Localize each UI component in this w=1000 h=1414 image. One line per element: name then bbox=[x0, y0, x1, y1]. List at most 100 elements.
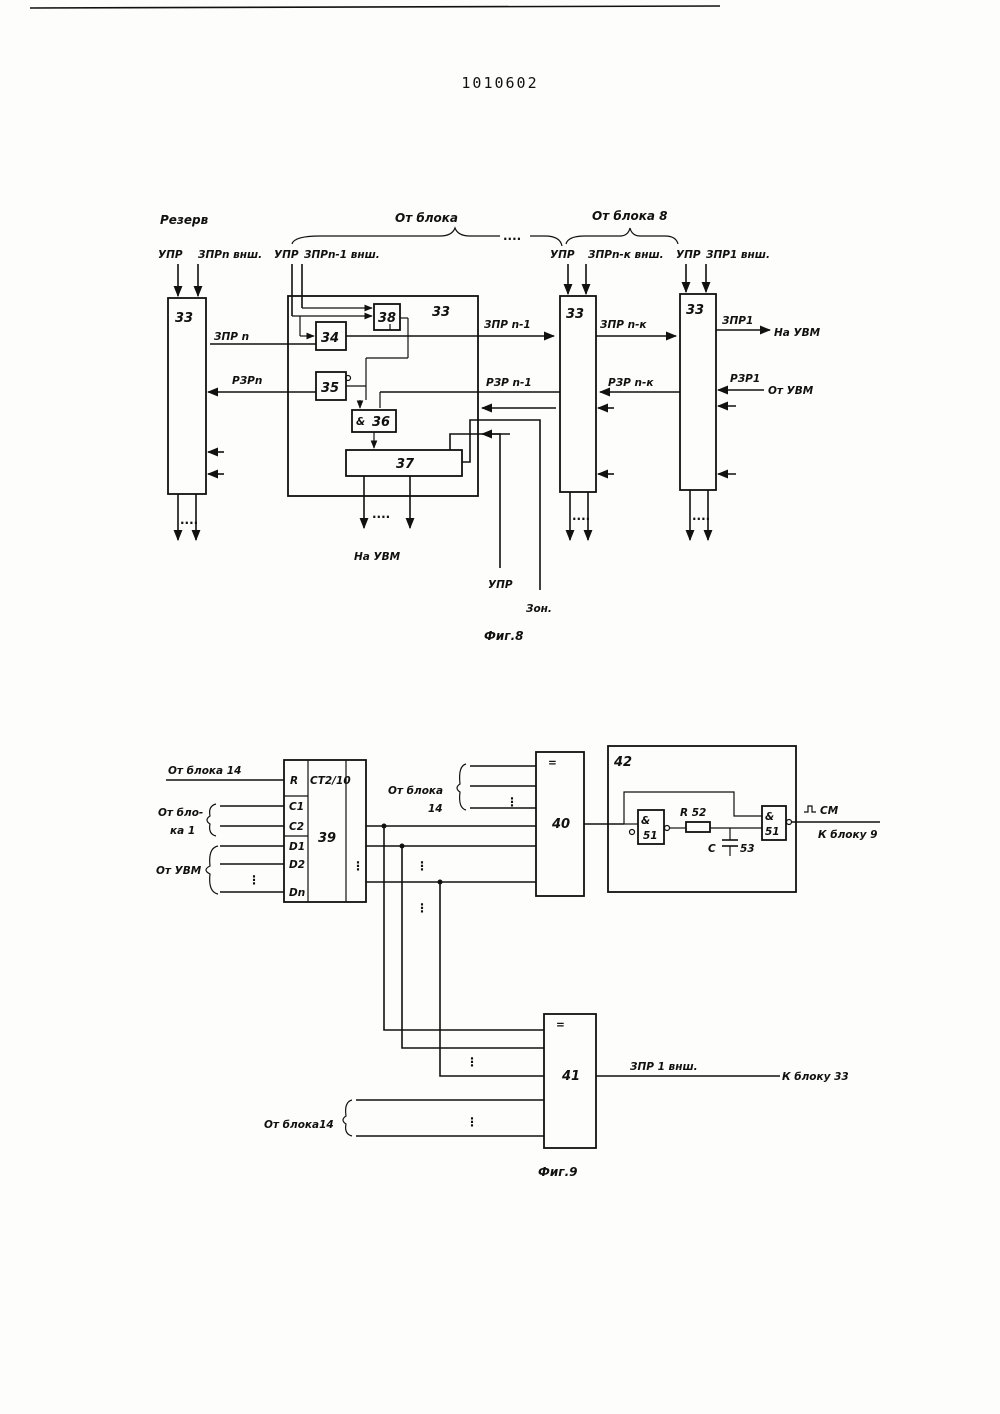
to-block9: К блоку 9 bbox=[818, 829, 877, 841]
block-36-num: 36 bbox=[372, 415, 390, 430]
brace-block1 bbox=[207, 804, 216, 836]
gate-51-a-out-inv bbox=[665, 826, 670, 831]
from-block1-line2: ка 1 bbox=[170, 825, 195, 837]
upr-line bbox=[450, 434, 500, 568]
b3-zpr-ext: ЗПР1 внш. bbox=[706, 249, 770, 261]
block-37-num: 37 bbox=[396, 457, 415, 472]
middle-block-33-num: 33 bbox=[432, 305, 450, 320]
gate-51-a-inv bbox=[630, 830, 635, 835]
block2-33 bbox=[560, 296, 596, 492]
b2-out-dots: .... bbox=[572, 509, 590, 523]
b3-from-uvm: От УВМ bbox=[768, 385, 814, 397]
zpr-nk-label: ЗПР n-к bbox=[600, 319, 647, 331]
brace-from-block-end bbox=[530, 236, 562, 246]
b3-out-dots: .... bbox=[692, 509, 710, 523]
37-out-dots: .... bbox=[372, 507, 390, 521]
from-block1-line1: От бло- bbox=[158, 807, 203, 819]
brace-from-block8 bbox=[566, 228, 678, 244]
zpr1-ext-label: ЗПР 1 внш. bbox=[630, 1061, 698, 1073]
branch-n-to-41 bbox=[440, 882, 544, 1076]
block3-33 bbox=[680, 294, 716, 490]
fig8-caption: Фиг.8 bbox=[484, 629, 524, 643]
block-36-and: & bbox=[356, 416, 365, 428]
b3-upr: УПР bbox=[676, 249, 701, 261]
rzr-n1-label: РЗР n-1 bbox=[486, 377, 532, 389]
zpr-n1-label: ЗПР n-1 bbox=[484, 319, 531, 331]
fig9-from-block14: От блока 14 bbox=[168, 765, 241, 777]
rzr-nk-label: РЗР n-к bbox=[608, 377, 654, 389]
block-35-num: 35 bbox=[321, 381, 339, 396]
uvm-input-dots: ⋮ bbox=[248, 873, 260, 887]
resistor-52 bbox=[686, 822, 710, 832]
gate-51-b-and: & bbox=[765, 811, 774, 823]
41-in14-dots: ⋮ bbox=[466, 1115, 478, 1129]
ct-title: СТ2/10 bbox=[310, 775, 351, 787]
ct-c1: C1 bbox=[289, 801, 304, 813]
mid-upr: УПР bbox=[274, 249, 299, 261]
block-34-num: 34 bbox=[321, 331, 339, 346]
block3-33-num: 33 bbox=[686, 303, 704, 318]
ct-c2: C2 bbox=[289, 821, 304, 833]
gate-51-b-inv bbox=[787, 820, 792, 825]
ct-out-dots: ⋮ bbox=[416, 859, 428, 873]
brace-block14-40 bbox=[457, 764, 466, 810]
ct-r: R bbox=[290, 775, 298, 787]
reserve-out-dots: .... bbox=[180, 513, 198, 527]
block-40-num: 40 bbox=[551, 817, 570, 832]
fig9-caption: Фиг.9 bbox=[538, 1165, 578, 1179]
to-block33: К блоку 33 bbox=[782, 1071, 849, 1083]
from-block8-label: От блока 8 bbox=[592, 209, 668, 223]
b3-to-uvm: На УВМ bbox=[774, 327, 821, 339]
from-block14-40-l2: 14 bbox=[428, 803, 443, 815]
from-block-label: От блока bbox=[395, 211, 458, 225]
resistor-label: R 52 bbox=[680, 807, 706, 819]
reserve-upr: УПР bbox=[158, 249, 183, 261]
reserve-block-33 bbox=[168, 298, 206, 494]
figure-9: От блока 14 От бло- ка 1 От УВМ ⋮ R СТ2/… bbox=[156, 746, 880, 1179]
sm-label: СМ bbox=[820, 805, 839, 817]
cap-label: C bbox=[708, 843, 716, 855]
from-block14-41: От блока14 bbox=[264, 1119, 334, 1131]
brace-uvm bbox=[206, 846, 218, 894]
brace-block14-41 bbox=[343, 1100, 352, 1136]
rzr-n-label: РЗРn bbox=[232, 375, 262, 387]
reserve-zpr-ext: ЗПРn внш. bbox=[198, 249, 262, 261]
block-42-num: 42 bbox=[613, 755, 632, 770]
branch-1-to-41 bbox=[384, 826, 544, 1030]
b2-upr: УПР bbox=[550, 249, 575, 261]
gate-51-a-and: & bbox=[641, 815, 650, 827]
block-40-eq: = bbox=[548, 757, 557, 769]
gate-51-b-num: 51 bbox=[765, 826, 780, 838]
mid-to-uvm: На УВМ bbox=[354, 551, 401, 563]
block-41-num: 41 bbox=[561, 1069, 580, 1084]
reserve-label: Резерв bbox=[160, 213, 209, 227]
branch-2-to-41 bbox=[402, 846, 544, 1048]
b2-zpr-ext: ЗПРn-к внш. bbox=[588, 249, 664, 261]
from-block14-40-l1: От блока bbox=[388, 785, 443, 797]
zon-label: Зон. bbox=[526, 603, 552, 615]
upr-bottom-label: УПР bbox=[488, 579, 513, 591]
branch-dots: ⋮ bbox=[416, 901, 428, 915]
zon-line bbox=[462, 420, 540, 590]
41-in-dots: ⋮ bbox=[466, 1055, 478, 1069]
ct-d2: D2 bbox=[289, 859, 305, 871]
gate-51-a-num: 51 bbox=[643, 830, 658, 842]
block-41-eq: = bbox=[556, 1019, 565, 1031]
block-39-num: 39 bbox=[318, 831, 336, 846]
brace-from-block bbox=[292, 228, 500, 244]
block-38-num: 38 bbox=[378, 311, 396, 326]
zpr-n-label: ЗПР n bbox=[214, 331, 249, 343]
zpr1-label: ЗПР1 bbox=[722, 315, 753, 327]
fig9-from-uvm: От УВМ bbox=[156, 865, 202, 877]
mid-zpr-ext: ЗПРn-1 внш. bbox=[304, 249, 380, 261]
40-in-dots: ⋮ bbox=[506, 795, 518, 809]
counter-out-dots: ⋮ bbox=[352, 859, 364, 873]
ct-d1: D1 bbox=[289, 841, 305, 853]
figure-8: Резерв От блока От блока 8 .... УПР ЗПРn… bbox=[158, 209, 821, 643]
cap-num: 53 bbox=[740, 843, 755, 855]
ct-dn: Dn bbox=[289, 887, 305, 899]
rzr1-label: РЗР1 bbox=[730, 373, 760, 385]
block2-33-num: 33 bbox=[566, 307, 584, 322]
